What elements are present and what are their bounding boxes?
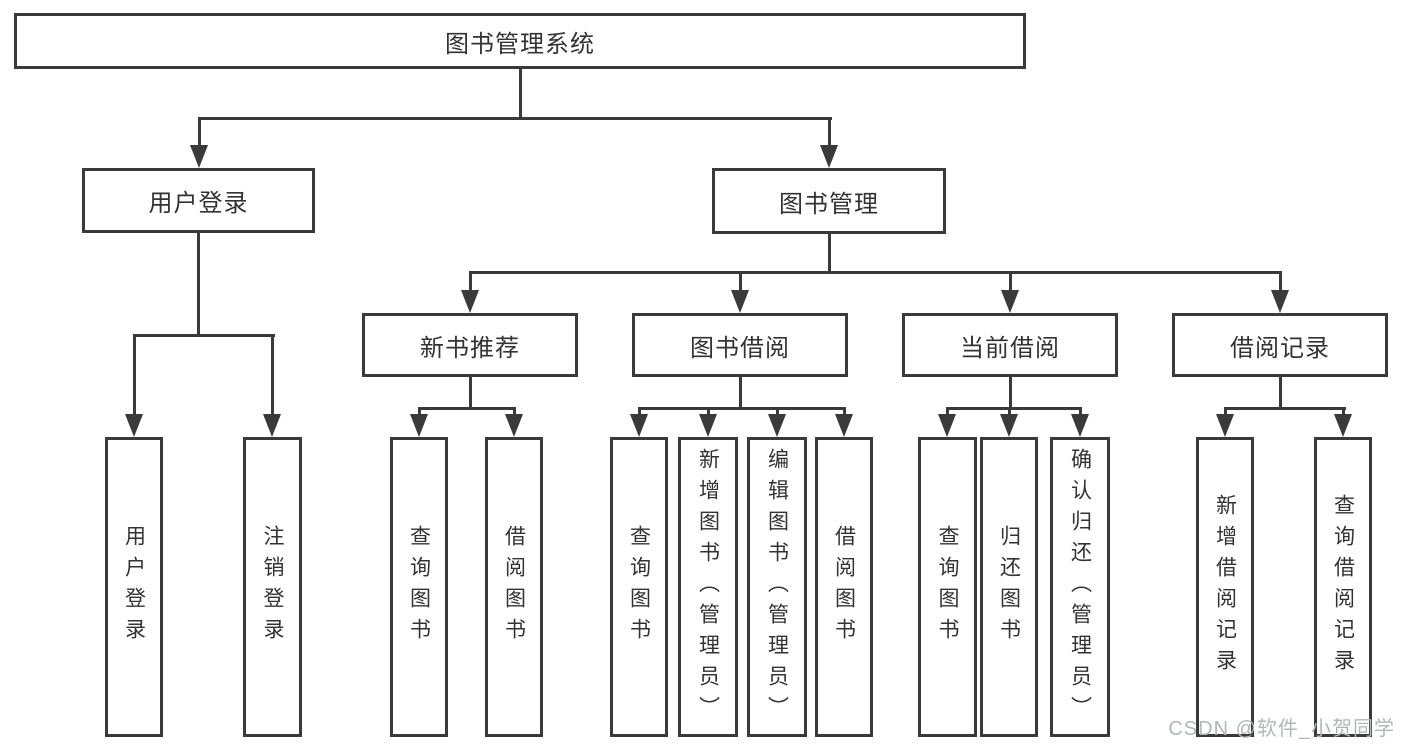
connector-line <box>1224 407 1227 417</box>
arrowhead-icon <box>461 290 479 313</box>
arrowhead-icon <box>1000 414 1018 437</box>
leaf-return-book: 归还图书 <box>980 437 1038 737</box>
leaf-add-book-admin: 新增图书（管理员） <box>678 437 738 737</box>
arrowhead-icon <box>125 414 143 437</box>
connector-line <box>1279 375 1282 409</box>
connector-line <box>271 334 274 417</box>
connector-line <box>828 117 831 148</box>
node-book-borrow: 图书借阅 <box>632 313 848 377</box>
arrowhead-icon <box>938 414 956 437</box>
connector-line <box>418 407 421 417</box>
connector-line <box>418 407 516 410</box>
node-borrow-records: 借阅记录 <box>1172 313 1388 377</box>
leaf-query-books-borrow: 查询图书 <box>610 437 668 737</box>
connector-line <box>198 117 201 148</box>
arrowhead-icon <box>1216 414 1234 437</box>
node-current-borrow: 当前借阅 <box>902 313 1118 377</box>
connector-line <box>197 231 200 335</box>
connector-line <box>1009 375 1012 409</box>
connector-line <box>1279 271 1282 293</box>
arrowhead-icon <box>190 145 208 168</box>
connector-line <box>843 407 846 417</box>
connector-line <box>638 407 846 410</box>
arrowhead-icon <box>835 414 853 437</box>
connector-line <box>828 232 831 273</box>
leaf-edit-book-admin: 编辑图书（管理员） <box>747 437 807 737</box>
csdn-watermark: CSDN @软件_小贺同学 <box>1168 718 1395 740</box>
connector-line <box>946 407 949 417</box>
connector-line <box>1224 407 1346 410</box>
connector-line <box>739 271 742 293</box>
node-library-system: 图书管理系统 <box>14 13 1026 69</box>
connector-line <box>133 334 275 337</box>
leaf-logout: 注销登录 <box>243 437 302 737</box>
connector-line <box>739 375 742 409</box>
connector-line <box>198 117 832 120</box>
leaf-query-books-current: 查询图书 <box>918 437 977 737</box>
arrowhead-icon <box>410 414 428 437</box>
connector-line <box>946 407 1082 410</box>
node-new-book-recommend: 新书推荐 <box>362 313 578 377</box>
leaf-borrow-books: 借阅图书 <box>815 437 873 737</box>
arrowhead-icon <box>820 145 838 168</box>
connector-line <box>1342 407 1345 417</box>
connector-line <box>1008 407 1011 417</box>
connector-line <box>707 407 710 417</box>
arrowhead-icon <box>768 414 786 437</box>
leaf-confirm-return-admin: 确认归还（管理员） <box>1050 437 1110 737</box>
connector-line <box>1009 271 1012 293</box>
arrowhead-icon <box>731 290 749 313</box>
connector-line <box>1079 407 1082 417</box>
node-user-login: 用户登录 <box>82 168 315 233</box>
connector-line <box>469 271 1282 274</box>
connector-line <box>776 407 779 417</box>
arrowhead-icon <box>1334 414 1352 437</box>
leaf-add-borrow-record: 新增借阅记录 <box>1196 437 1254 737</box>
connector-line <box>519 67 522 119</box>
connector-line <box>469 271 472 293</box>
leaf-borrow-books-recommend: 借阅图书 <box>485 437 543 737</box>
leaf-query-borrow-record: 查询借阅记录 <box>1314 437 1372 737</box>
leaf-user-login: 用户登录 <box>105 437 163 737</box>
connector-line <box>638 407 641 417</box>
arrowhead-icon <box>505 414 523 437</box>
arrowhead-icon <box>630 414 648 437</box>
arrowhead-icon <box>1001 290 1019 313</box>
arrowhead-icon <box>1071 414 1089 437</box>
connector-line <box>469 375 472 409</box>
node-book-management: 图书管理 <box>712 168 946 234</box>
connector-line <box>133 334 136 417</box>
connector-line <box>513 407 516 417</box>
arrowhead-icon <box>699 414 717 437</box>
arrowhead-icon <box>263 414 281 437</box>
leaf-query-books-recommend: 查询图书 <box>390 437 448 737</box>
arrowhead-icon <box>1271 290 1289 313</box>
